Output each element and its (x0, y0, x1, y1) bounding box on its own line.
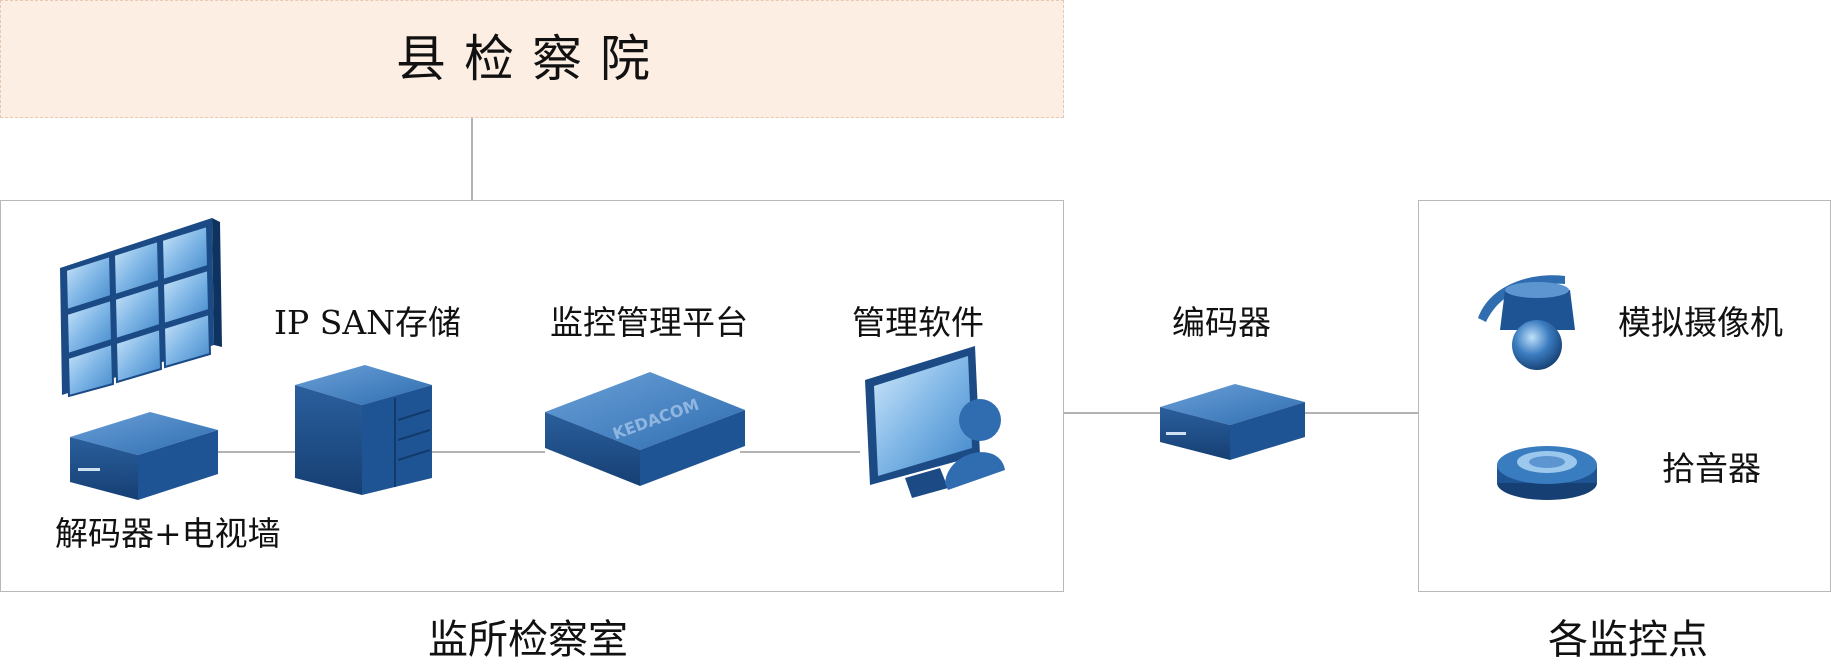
platform-icon: KEDACOM (545, 372, 745, 486)
label-encoder: 编码器 (1172, 303, 1271, 342)
user-body (945, 452, 1005, 490)
pickup-icon (1497, 446, 1597, 500)
tv-wall-icon (60, 218, 222, 398)
label-software: 管理软件 (852, 303, 984, 342)
storage-icon (295, 365, 432, 495)
left-panel (0, 200, 1064, 592)
user-head (959, 399, 1001, 441)
software-icon (865, 346, 1005, 498)
encoder-icon (1160, 384, 1305, 460)
label-platform: 监控管理平台 (550, 303, 748, 342)
label-pickup: 拾音器 (1662, 449, 1761, 488)
label-storage: IP SAN存储 (274, 303, 462, 342)
top-title: 县检察院 (396, 30, 668, 88)
camera-icon (1478, 275, 1575, 370)
top-title-bar: 县检察院 (0, 0, 1064, 118)
connector-lines (218, 118, 1418, 453)
caption-left-panel: 监所检察室 (428, 617, 628, 663)
caption-right-panel: 各监控点 (1548, 617, 1708, 663)
decoder-icon (70, 412, 218, 500)
label-camera: 模拟摄像机 (1618, 303, 1783, 342)
label-decoder-wall: 解码器+电视墙 (55, 514, 281, 553)
